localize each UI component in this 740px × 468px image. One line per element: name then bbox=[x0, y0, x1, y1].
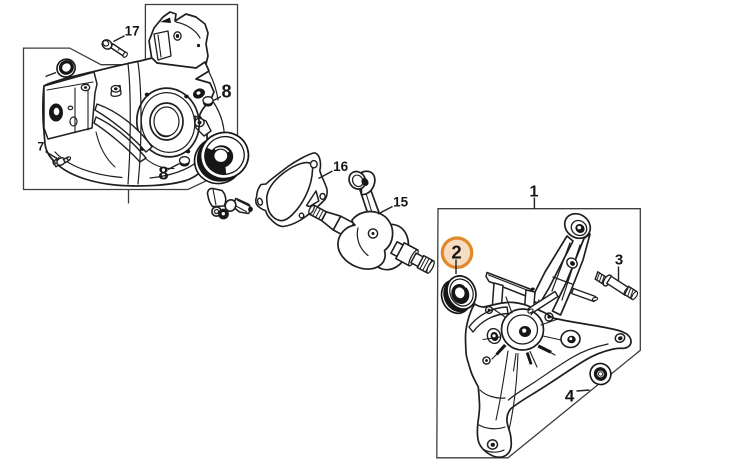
svg-text:17: 17 bbox=[125, 24, 140, 39]
svg-text:15: 15 bbox=[393, 194, 409, 209]
svg-text:2: 2 bbox=[451, 242, 461, 263]
svg-text:8: 8 bbox=[158, 164, 168, 184]
svg-text:7: 7 bbox=[37, 140, 44, 154]
svg-text:16: 16 bbox=[333, 159, 349, 174]
svg-text:4: 4 bbox=[565, 386, 575, 405]
svg-text:8: 8 bbox=[221, 82, 231, 102]
svg-text:1: 1 bbox=[530, 184, 539, 201]
svg-text:3: 3 bbox=[615, 252, 623, 269]
